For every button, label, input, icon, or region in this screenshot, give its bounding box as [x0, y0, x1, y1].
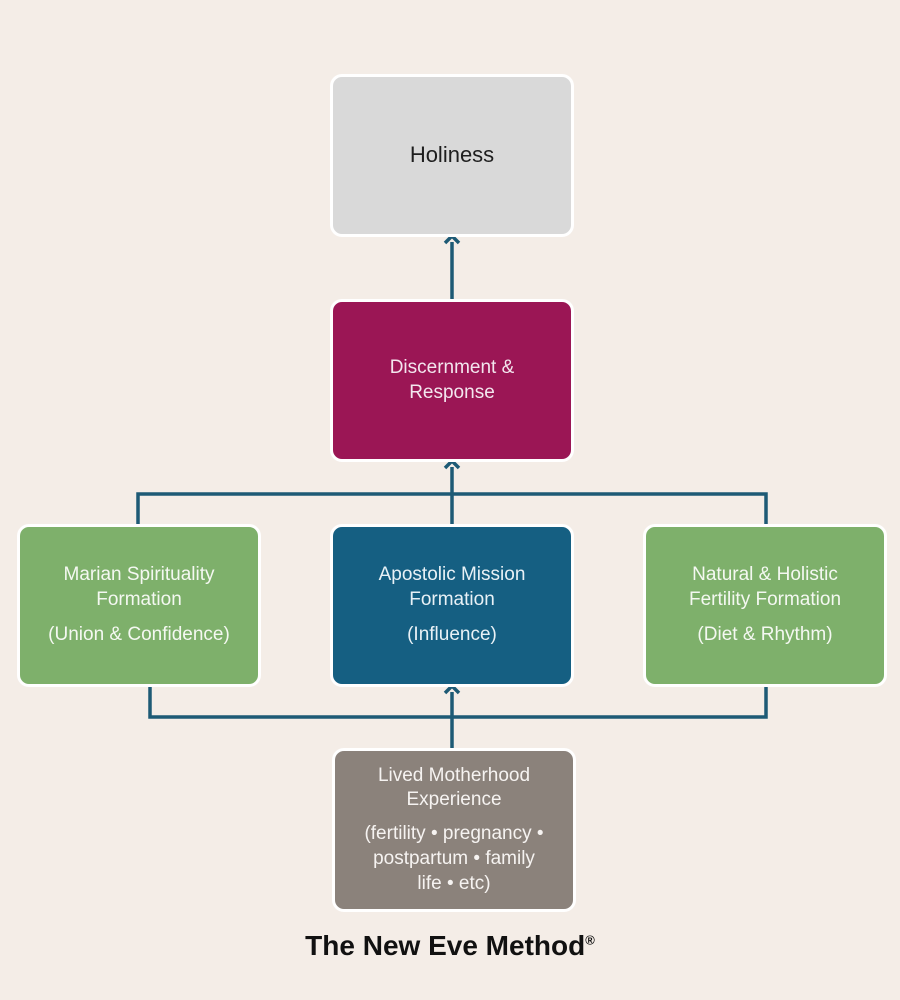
- connector-formation-bottom: [148, 687, 768, 719]
- apostolic-formation-subtitle: (Influence): [407, 623, 497, 645]
- arrowhead-holiness: [443, 233, 461, 245]
- natural-fertility-formation-subtitle: (Diet & Rhythm): [697, 623, 833, 645]
- discernment-title: Discernment &Response: [389, 356, 515, 403]
- arrowhead-discernment: [443, 458, 461, 470]
- discernment-box: Discernment &Response: [330, 299, 574, 462]
- registered-mark: ®: [585, 932, 595, 948]
- holiness-box: Holiness: [330, 74, 574, 237]
- method-title: The New Eve Method®: [0, 930, 900, 962]
- arrowhead-apostolic: [443, 683, 461, 695]
- marian-formation-subtitle: (Union & Confidence): [48, 623, 230, 645]
- holiness-title: Holiness: [409, 142, 495, 168]
- lived-motherhood-subtitle: (fertility • pregnancy •postpartum • fam…: [364, 823, 544, 895]
- method-title-text: The New Eve Method: [305, 930, 586, 961]
